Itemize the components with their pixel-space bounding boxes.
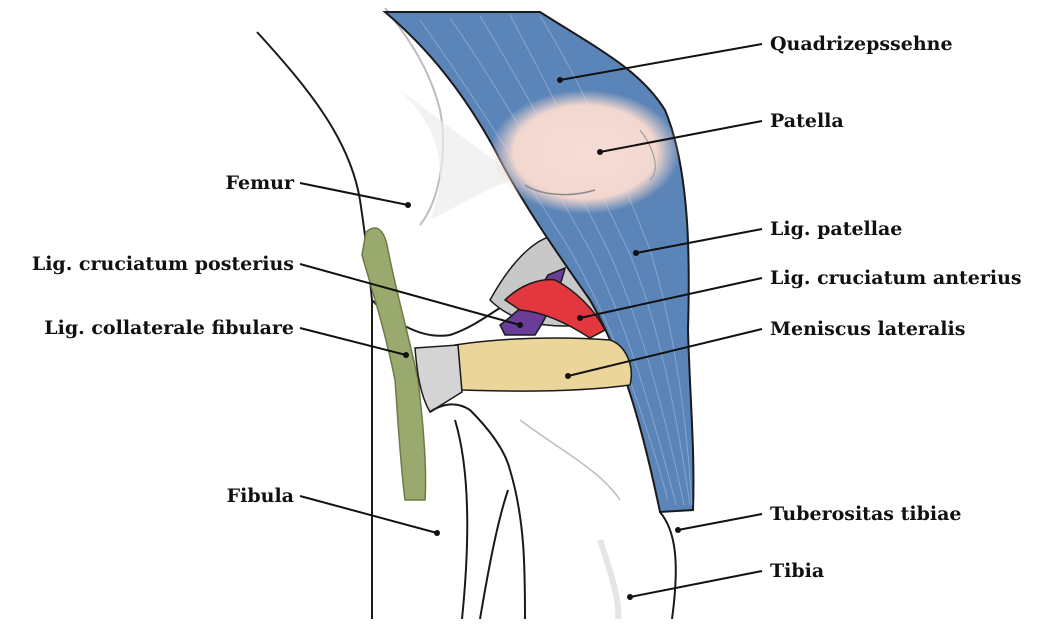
label-meniscus-lateralis: Meniscus lateralis bbox=[770, 318, 965, 340]
label-lig-cruciatum-anterius: Lig. cruciatum anterius bbox=[770, 267, 1022, 289]
leader-tuberositas-tibiae bbox=[678, 514, 762, 530]
label-lig-collaterale-fibulare: Lig. collaterale fibulare bbox=[44, 317, 294, 339]
patella-bone bbox=[490, 90, 680, 214]
leader-femur bbox=[300, 183, 408, 205]
label-patella: Patella bbox=[770, 110, 844, 132]
label-tibia: Tibia bbox=[770, 560, 824, 582]
label-tuberositas-tibiae: Tuberositas tibiae bbox=[770, 503, 961, 525]
leader-lig-cruciatum-posterius bbox=[300, 264, 520, 325]
leader-tibia bbox=[630, 571, 762, 597]
lateral-meniscus bbox=[454, 338, 631, 391]
label-femur: Femur bbox=[226, 172, 294, 194]
tibia-fibula bbox=[430, 404, 676, 619]
leader-fibula bbox=[300, 496, 437, 533]
label-fibula: Fibula bbox=[227, 485, 294, 507]
label-lig-cruciatum-posterius: Lig. cruciatum posterius bbox=[32, 253, 294, 275]
label-lig-patellae: Lig. patellae bbox=[770, 218, 902, 240]
joint-capsule-wedge bbox=[415, 345, 462, 412]
label-quadrizepssehne: Quadrizepssehne bbox=[770, 33, 953, 55]
